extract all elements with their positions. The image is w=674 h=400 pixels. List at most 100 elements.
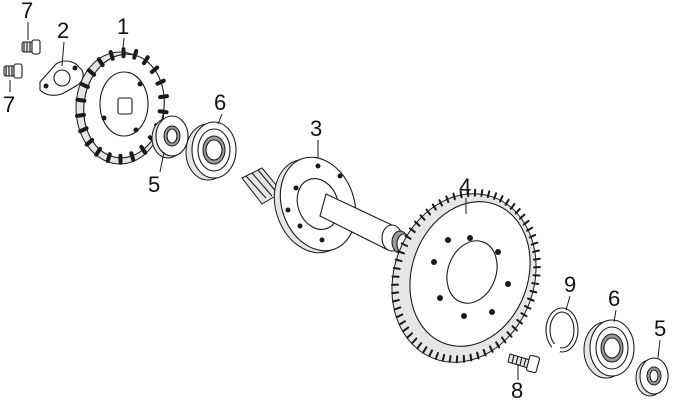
ring-gear-tooth	[408, 227, 416, 234]
ring-gear-tooth	[395, 313, 404, 319]
sprocket-tooth	[84, 137, 95, 147]
ring-gear-tooth	[500, 336, 507, 344]
label-part-6-left: 6	[214, 90, 226, 115]
ring-gear-tooth	[445, 195, 450, 204]
sprocket-tooth	[78, 126, 89, 134]
ring-gear-tooth	[392, 299, 400, 303]
ring-gear-tooth	[516, 318, 524, 325]
ring-gear-tooth	[518, 213, 526, 220]
shaft-part-3	[241, 156, 412, 255]
ring-gear-tooth	[526, 226, 534, 232]
ring-gear-tooth	[532, 257, 541, 261]
sprocket-tooth	[129, 151, 136, 162]
bearing-part-6-left	[185, 121, 237, 181]
sprocket-tooth	[139, 144, 148, 155]
sprocket-tooth	[155, 78, 166, 86]
ring-gear-tooth	[422, 346, 428, 354]
sprocket-tooth	[75, 112, 86, 118]
ring-gear-tooth	[434, 352, 439, 360]
ring-gear-tooth	[428, 349, 434, 357]
ring-gear-tooth	[509, 203, 516, 210]
ring-gear-tooth	[394, 258, 403, 263]
sprocket-tooth	[96, 57, 105, 68]
label-part-9: 9	[564, 272, 576, 297]
ring-gear-tooth	[495, 341, 501, 349]
label-part-7-top: 7	[21, 0, 33, 23]
label-part-5-right: 5	[654, 316, 666, 341]
ring-gear-tooth	[406, 332, 414, 339]
ring-gear-tooth	[520, 312, 528, 318]
ring-gear-tooth	[498, 195, 504, 203]
bolt-part-8	[507, 353, 541, 374]
ring-gear-tooth	[392, 266, 401, 270]
ring-gear-tooth	[391, 291, 400, 295]
label-part-2: 2	[57, 18, 69, 43]
ring-gear-tooth	[441, 353, 446, 362]
ring-gear-tooth	[452, 192, 456, 201]
ring-gear-tooth	[523, 305, 532, 310]
oil-seal-part-5-right	[635, 357, 669, 397]
sprocket-tooth	[79, 82, 90, 89]
ring-gear-tooth	[532, 249, 540, 253]
label-part-6-right: 6	[608, 286, 620, 311]
ring-gear-tooth	[448, 354, 452, 363]
circlip-part-9	[545, 307, 579, 353]
sprocket-tooth	[108, 50, 115, 61]
label-part-3: 3	[310, 116, 322, 141]
ring-gear-tooth	[425, 208, 432, 216]
sprocket-tooth	[75, 97, 87, 103]
sprocket-part-1	[75, 47, 169, 165]
ring-gear-tooth	[404, 234, 412, 240]
ring-gear-tooth	[527, 297, 535, 302]
label-part-7-bottom: 7	[3, 92, 15, 117]
ring-gear-tooth	[504, 198, 510, 206]
ring-gear-tooth	[438, 199, 443, 207]
ring-gear-tooth	[482, 348, 487, 357]
ring-gear-tooth	[506, 331, 513, 338]
ring-gear-tooth	[459, 190, 463, 199]
ring-gear-tooth	[397, 250, 405, 255]
oil-seal-part-5-left	[151, 115, 189, 159]
ring-gear-tooth	[486, 190, 491, 199]
leader-lines	[9, 22, 661, 380]
ring-gear-tooth	[531, 282, 540, 286]
ring-gear-tooth	[529, 289, 538, 294]
label-part-4: 4	[459, 174, 471, 199]
ring-gear-tooth	[522, 219, 530, 226]
ring-gear-tooth	[400, 242, 409, 247]
bolt-part-7-top	[21, 39, 41, 55]
ring-gear-tooth	[528, 233, 537, 239]
label-part-8: 8	[511, 378, 523, 400]
ring-gear-tooth	[480, 189, 484, 198]
bolt-part-7-bottom	[3, 63, 23, 79]
label-part-5-left: 5	[148, 172, 160, 197]
sprocket-tooth	[86, 68, 97, 77]
ring-gear-tooth	[431, 203, 437, 211]
ring-gear-tooth	[469, 353, 473, 362]
ring-gear-tooth	[398, 320, 406, 326]
lock-plate-part-2	[39, 60, 84, 96]
ring-gear-tooth	[419, 214, 426, 221]
sprocket-tooth	[105, 152, 112, 163]
ring-gear-tooth	[489, 345, 494, 353]
ring-gear-tooth	[493, 192, 498, 200]
ring-gear-tooth	[393, 306, 402, 311]
ring-gear-tooth	[416, 342, 423, 349]
ring-gear-tooth	[530, 241, 539, 246]
sprocket-tooth	[132, 49, 139, 60]
ring-gear-tooth	[411, 337, 418, 344]
ring-gear-tooth	[402, 326, 410, 333]
ring-gear-part-4	[390, 188, 542, 364]
label-part-1: 1	[117, 14, 129, 39]
sprocket-tooth	[94, 146, 103, 157]
ring-gear-tooth	[414, 220, 421, 227]
ring-gear-tooth	[476, 351, 480, 360]
sprocket-tooth	[157, 109, 169, 115]
sprocket-tooth	[158, 94, 169, 100]
sprocket-tooth	[149, 65, 160, 75]
sprocket-tooth	[141, 55, 150, 66]
ring-gear-tooth	[511, 325, 518, 332]
ring-gear-tooth	[514, 208, 521, 215]
bearing-part-6-right	[583, 319, 635, 379]
